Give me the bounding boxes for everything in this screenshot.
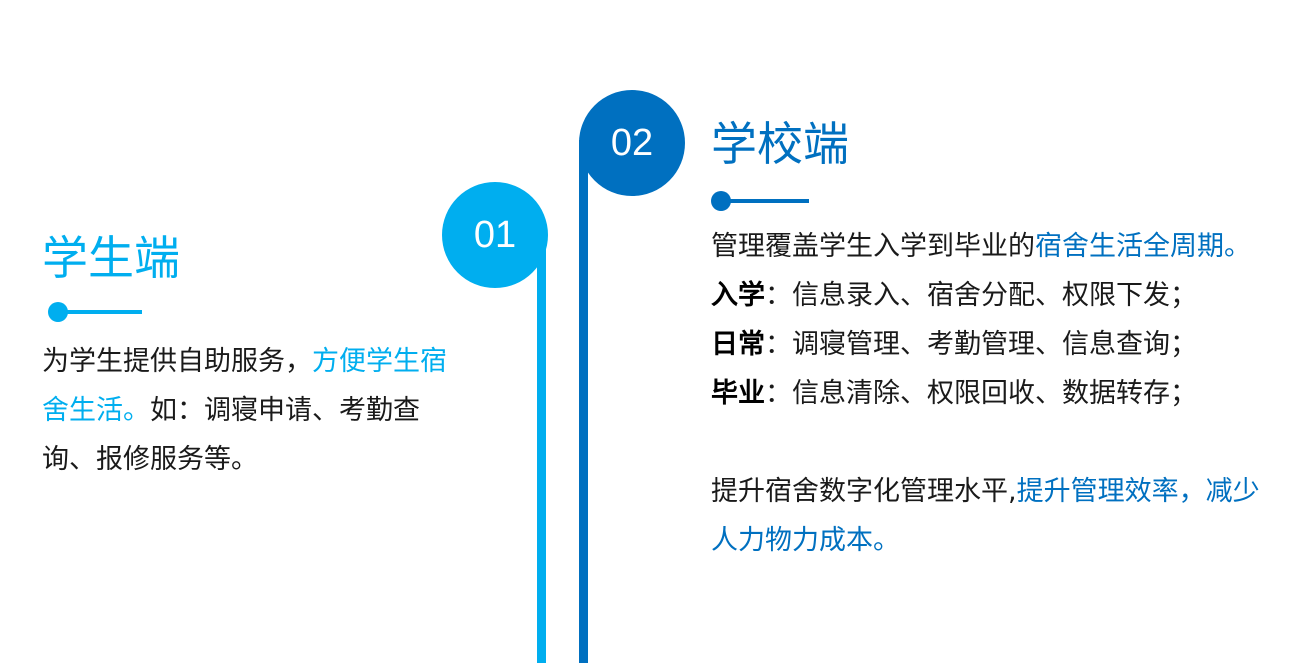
school-row-graduation: 毕业：信息清除、权限回收、数据转存； bbox=[711, 369, 1271, 418]
school-row-text: ：信息清除、权限回收、数据转存； bbox=[765, 378, 1197, 409]
school-description: 管理覆盖学生入学到毕业的宿舍生活全周期。 入学：信息录入、宿舍分配、权限下发； … bbox=[711, 222, 1271, 565]
school-intro: 管理覆盖学生入学到毕业的宿舍生活全周期。 bbox=[711, 222, 1271, 271]
school-intro-prefix: 管理覆盖学生入学到毕业的 bbox=[711, 231, 1035, 262]
student-desc-suffix: 如：调寝申请、考勤查询、报修服务等。 bbox=[42, 395, 420, 475]
school-spacer bbox=[711, 418, 1271, 467]
school-row-text: ：信息录入、宿舍分配、权限下发； bbox=[765, 280, 1197, 311]
school-row-enrollment: 入学：信息录入、宿舍分配、权限下发； bbox=[711, 271, 1271, 320]
school-number-badge: 02 bbox=[579, 90, 685, 196]
student-description: 为学生提供自助服务，方便学生宿舍生活。如：调寝申请、考勤查询、报修服务等。 bbox=[42, 337, 472, 484]
school-row-text: ：调寝管理、考勤管理、信息查询； bbox=[765, 329, 1197, 360]
school-accent-bar bbox=[721, 199, 809, 203]
student-number: 01 bbox=[473, 213, 517, 256]
student-desc-prefix: 为学生提供自助服务， bbox=[42, 346, 312, 377]
school-title: 学校端 bbox=[711, 117, 849, 171]
school-summary-highlight: 提升管理效率，减少人力物力成本。 bbox=[711, 476, 1260, 556]
school-row-daily: 日常：调寝管理、考勤管理、信息查询； bbox=[711, 320, 1271, 369]
school-timeline-pillar bbox=[579, 140, 588, 663]
school-row-label: 毕业 bbox=[711, 378, 765, 409]
school-row-label: 入学 bbox=[711, 280, 765, 311]
school-summary-prefix: 提升宿舍数字化管理水平, bbox=[711, 476, 1017, 507]
school-number: 02 bbox=[610, 121, 654, 164]
school-intro-highlight: 宿舍生活全周期。 bbox=[1035, 231, 1251, 262]
school-row-label: 日常 bbox=[711, 329, 765, 360]
student-number-badge: 01 bbox=[442, 182, 548, 288]
student-accent-bar bbox=[58, 310, 142, 314]
student-timeline-pillar bbox=[537, 232, 546, 663]
student-title: 学生端 bbox=[42, 231, 180, 285]
student-desc-highlight: 方便学生宿舍生活。 bbox=[42, 346, 447, 426]
school-summary: 提升宿舍数字化管理水平,提升管理效率，减少人力物力成本。 bbox=[711, 467, 1271, 565]
